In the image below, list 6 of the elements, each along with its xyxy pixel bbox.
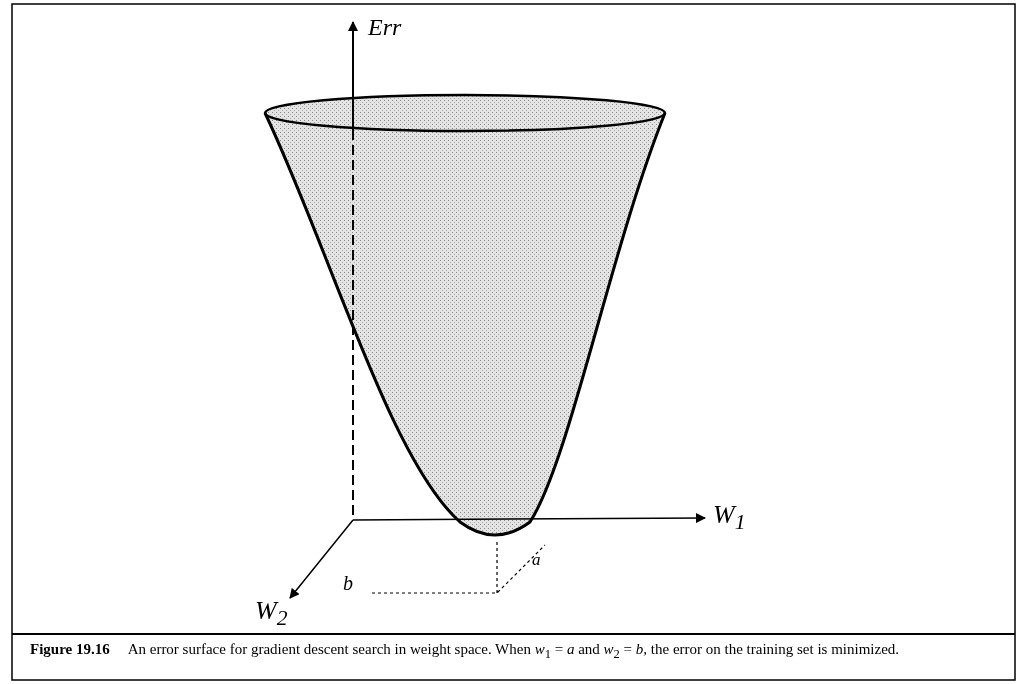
axis-label: W$_{1}$ <box>713 500 746 536</box>
figure-caption: Figure 19.16 An error surface for gradient descent search in weight space. When w$_{1}$ = a and w$_{2}$ = b, the error on the training set is minimized. <box>30 640 901 663</box>
point-label: a <box>532 550 541 570</box>
axis-label: Err <box>368 14 402 41</box>
point-label: b <box>343 572 353 595</box>
axis-label: W$_{2}$ <box>255 596 288 632</box>
